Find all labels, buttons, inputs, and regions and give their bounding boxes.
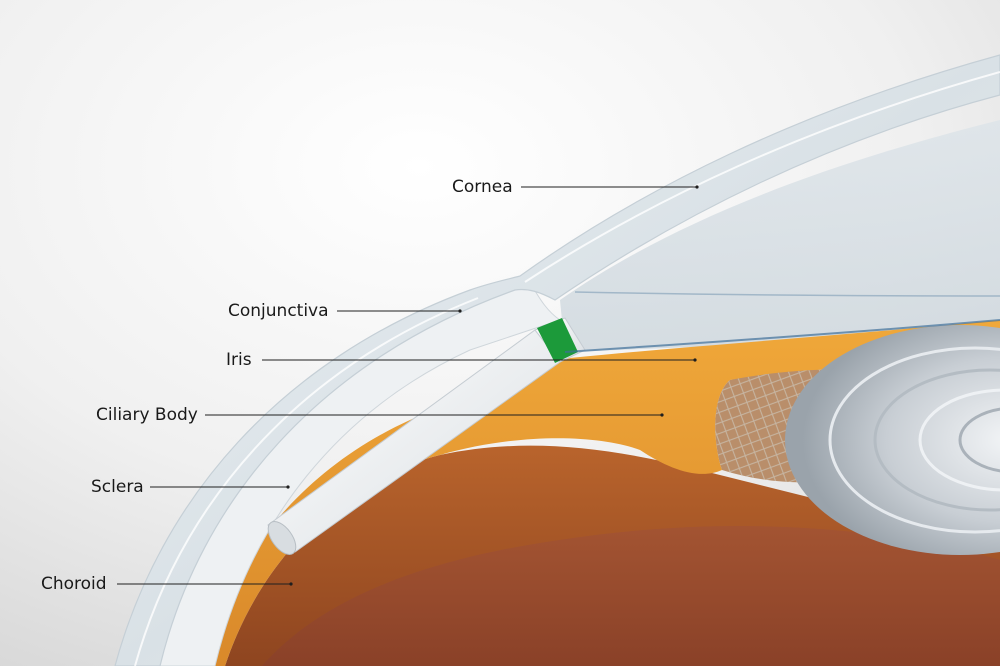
leader-lines	[117, 185, 699, 586]
label-conjunctiva: Conjunctiva	[228, 301, 329, 321]
label-cornea: Cornea	[452, 177, 513, 197]
label-iris: Iris	[226, 350, 252, 370]
cornea	[114, 54, 1000, 666]
label-ciliary-body: Ciliary Body	[96, 405, 198, 425]
label-sclera: Sclera	[91, 477, 144, 497]
label-choroid: Choroid	[41, 574, 107, 594]
iris-edge	[564, 319, 1000, 353]
choroid-layer	[225, 445, 1000, 666]
lens	[785, 325, 1000, 555]
choroid-fill	[262, 526, 1000, 666]
